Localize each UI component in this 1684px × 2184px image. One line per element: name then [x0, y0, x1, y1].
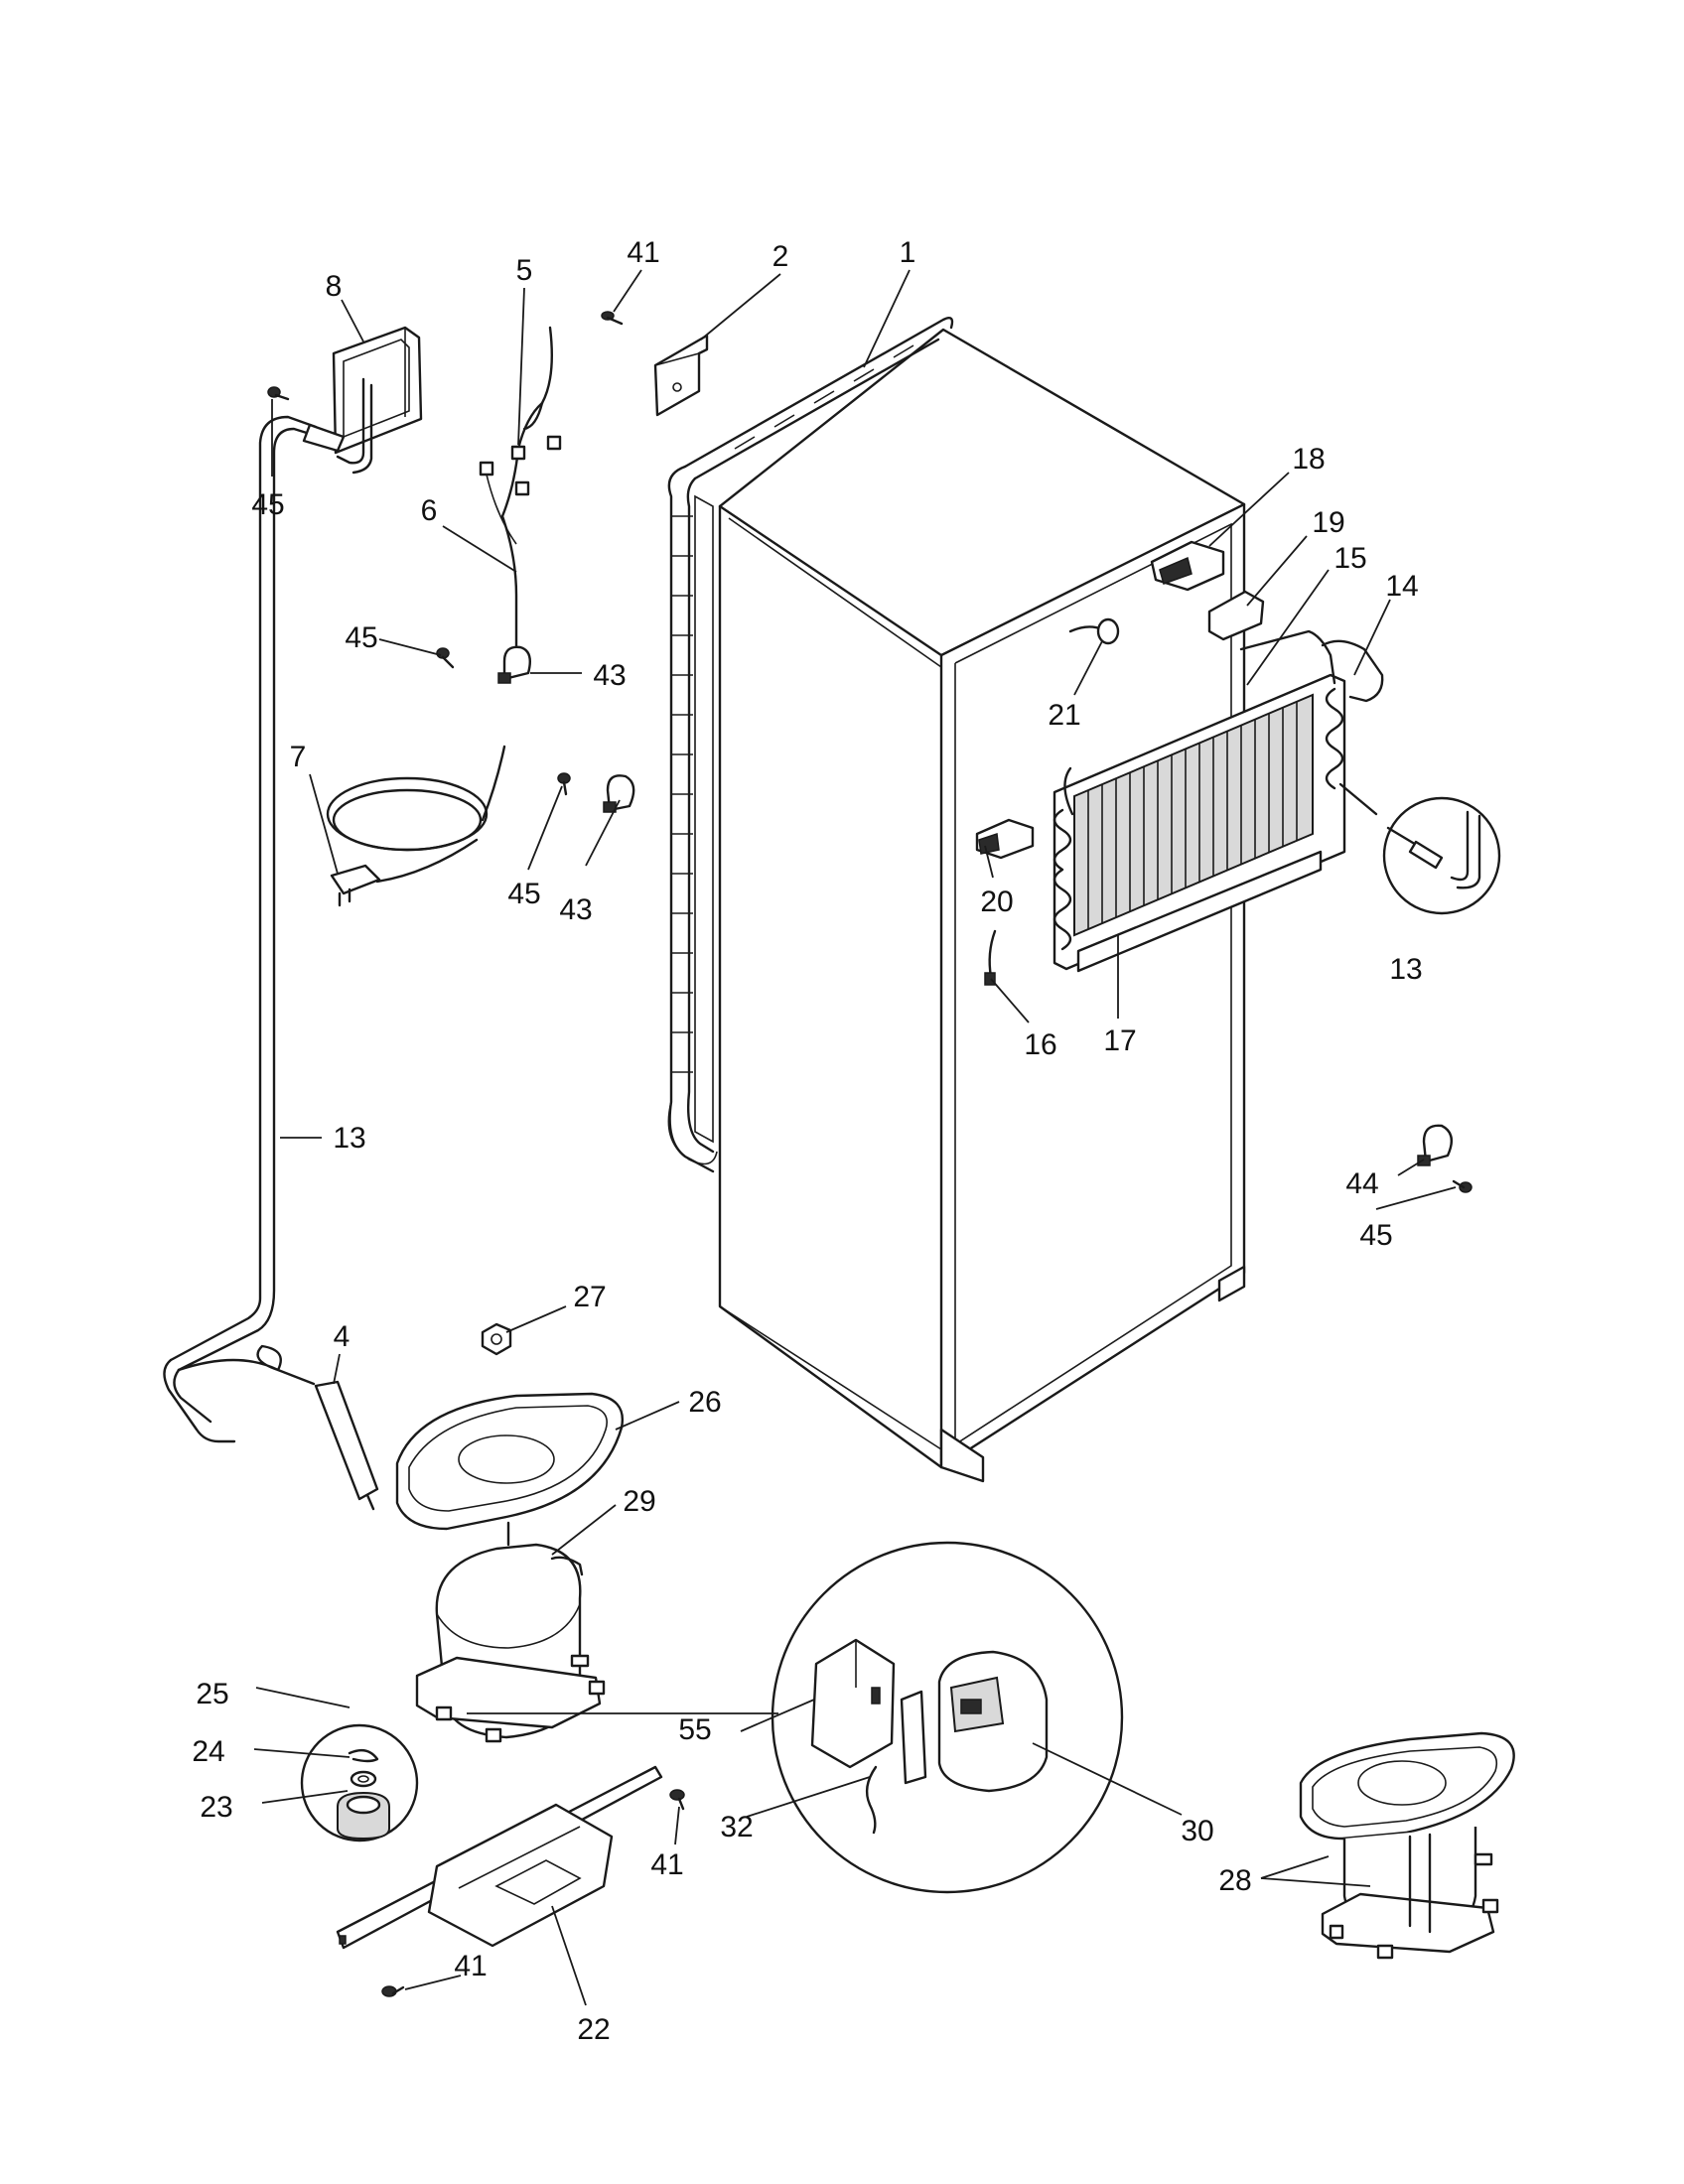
clamp-part-43-b	[603, 774, 635, 813]
callout-27: 27	[573, 1281, 606, 1313]
callout-32: 32	[720, 1811, 753, 1843]
compressor-part-29	[415, 1521, 606, 1743]
callout-15: 15	[1333, 542, 1366, 575]
callout-25: 25	[196, 1678, 228, 1710]
callout-6: 6	[421, 494, 438, 527]
base-rail-part-22	[336, 1765, 663, 1950]
drier-part-4	[177, 1344, 379, 1511]
grommet-detail	[300, 1723, 419, 1843]
screw-part-45-c	[557, 772, 571, 796]
cabinet	[718, 328, 1246, 1483]
callout-22: 22	[577, 2013, 610, 2046]
bracket-part-2	[653, 334, 709, 417]
callout-1: 1	[900, 236, 916, 269]
compressor-assembly-part-28	[1299, 1731, 1515, 1960]
callout-8: 8	[326, 270, 343, 303]
screw-part-45-a	[267, 386, 290, 401]
callout-43-upper: 43	[593, 659, 626, 692]
callout-7: 7	[290, 741, 307, 773]
callout-45-top: 45	[251, 488, 284, 521]
part-16	[984, 929, 997, 986]
nut-part-27	[481, 1322, 512, 1356]
part-21	[1068, 617, 1120, 645]
screw-part-41-bottom	[381, 1985, 405, 1997]
callout-41-bottom: 41	[454, 1950, 487, 1982]
callout-24: 24	[192, 1735, 224, 1768]
callout-13-long: 13	[333, 1122, 365, 1155]
part-20	[975, 818, 1035, 860]
callout-43-lower: 43	[559, 893, 592, 926]
screw-part-45-d	[1452, 1179, 1473, 1193]
callout-45-right: 45	[1359, 1219, 1392, 1252]
callout-13-detail: 13	[1389, 953, 1422, 986]
callout-45-low: 45	[507, 878, 540, 910]
callout-14: 14	[1385, 570, 1418, 603]
callout-45-mid: 45	[345, 621, 377, 654]
relay-detail	[771, 1541, 1124, 1894]
callout-4: 4	[334, 1320, 351, 1353]
tube-part-13-long	[163, 377, 373, 1443]
callout-55: 55	[678, 1713, 711, 1746]
callout-44: 44	[1345, 1167, 1378, 1200]
clamp-part-43-a	[497, 645, 531, 684]
evaporator-part-15	[1052, 673, 1346, 973]
cover-part-8	[332, 326, 423, 455]
leader-lines	[253, 269, 1457, 2006]
callout-19: 19	[1312, 506, 1344, 539]
callout-21: 21	[1048, 699, 1080, 732]
callout-30: 30	[1181, 1815, 1213, 1847]
tube-part-13-detail	[1338, 782, 1501, 915]
drain-pan-part-26	[395, 1392, 625, 1531]
callout-26: 26	[688, 1386, 721, 1419]
callout-16: 16	[1024, 1028, 1056, 1061]
callout-28: 28	[1218, 1864, 1251, 1897]
part-18	[1150, 540, 1225, 592]
callout-2: 2	[772, 240, 789, 273]
callout-20: 20	[980, 886, 1013, 918]
callouts: 1 2 41 5 8 45 6 45 43 7 45 43 13 18 19 1…	[192, 236, 1422, 2046]
callout-41-top: 41	[627, 236, 659, 269]
screw-part-45-b	[436, 647, 455, 669]
screw-part-41-mid	[669, 1789, 685, 1811]
screw-part-41-top	[601, 311, 624, 326]
callout-29: 29	[623, 1485, 655, 1518]
callout-18: 18	[1292, 443, 1325, 476]
condenser-coil	[667, 317, 954, 1173]
callout-23: 23	[200, 1791, 232, 1824]
callout-5: 5	[516, 254, 533, 287]
callout-17: 17	[1103, 1024, 1136, 1057]
wiring-harness-part-5-6	[479, 326, 562, 657]
callout-41-mid: 41	[650, 1848, 683, 1881]
power-cord-part-7	[326, 745, 506, 907]
tube-part-14	[1239, 629, 1384, 703]
